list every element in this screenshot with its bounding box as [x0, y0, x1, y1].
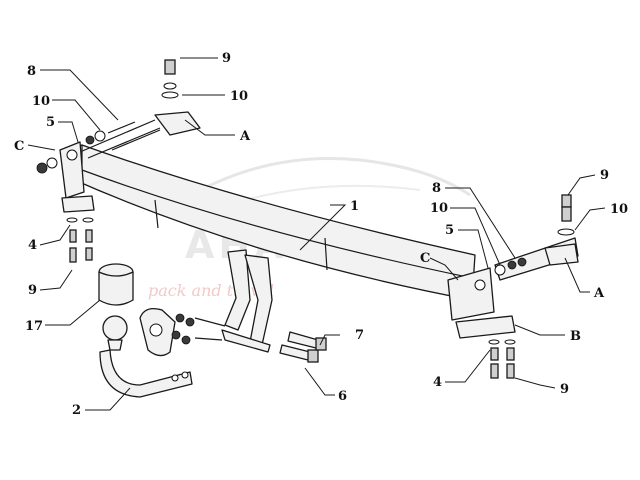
label-C-left: C — [14, 139, 24, 154]
right-bracket — [447, 237, 579, 339]
label-10-right: 10 — [430, 201, 448, 216]
label-B: B — [570, 329, 581, 344]
tow-ball-arm — [99, 315, 193, 398]
bolts-6-7 — [279, 331, 327, 363]
label-C-right: C — [420, 251, 430, 266]
leader-lines — [27, 57, 606, 411]
label-8-right: 8 — [432, 181, 441, 196]
part-labels: 1 2 4 4 5 5 6 7 8 8 9 9 9 9 10 10 10 10 … — [14, 51, 628, 418]
label-A-left: A — [239, 129, 251, 144]
label-5-left: 5 — [46, 115, 55, 130]
left-bracket — [59, 111, 201, 213]
label-10-top-left: 10 — [230, 89, 248, 104]
socket-plate — [139, 307, 226, 357]
label-1: 1 — [350, 199, 359, 214]
label-9-right: 9 — [560, 382, 569, 397]
label-2: 2 — [72, 403, 81, 418]
label-4-right: 4 — [433, 375, 442, 390]
label-6: 6 — [338, 389, 347, 404]
label-9-left: 9 — [28, 283, 37, 298]
crossbar — [69, 119, 476, 301]
hitch-plate — [221, 249, 273, 353]
left-fasteners — [36, 59, 179, 263]
ball-cover — [98, 263, 134, 306]
label-10-top-right: 10 — [610, 202, 628, 217]
right-fasteners — [474, 194, 575, 379]
label-8-left: 8 — [27, 64, 36, 79]
label-5-right: 5 — [445, 223, 454, 238]
label-9-top-left: 9 — [222, 51, 231, 66]
label-4-left: 4 — [28, 238, 37, 253]
label-10-left: 10 — [32, 94, 50, 109]
label-A-right: A — [593, 286, 605, 301]
label-7: 7 — [355, 328, 364, 343]
label-17: 17 — [25, 319, 43, 334]
label-9-top-right: 9 — [600, 168, 609, 183]
